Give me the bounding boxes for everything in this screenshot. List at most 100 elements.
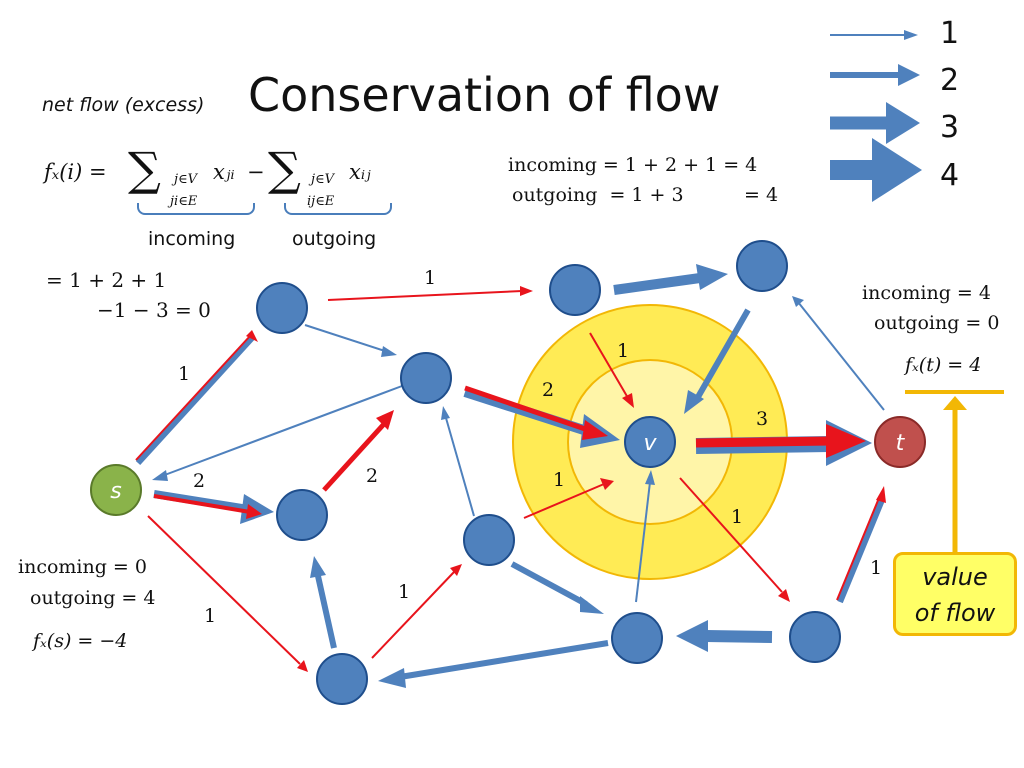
edge-n9-v-head [645,470,655,485]
edge-s-n8 [147,515,301,665]
node-s [90,464,142,516]
node-t [874,416,926,468]
node-t-label: t [896,431,906,456]
example-v-incoming: incoming = 1 + 2 + 1 = 4 [508,154,758,176]
example-i-line1: = 1 + 2 + 1 [46,268,167,292]
node-s-label: s [110,479,121,504]
example-s-fx: fₓ(s) = −4 [33,630,128,652]
edge-n4-n5-head [696,264,728,290]
edge-n1-n4-head [520,286,533,296]
edge-s-n2-flow-head [246,504,262,519]
edge-s-n2-flow [153,494,251,514]
edge-v-t-flow-head [826,424,866,458]
edge-n9-n8-head [378,668,406,688]
value-of-flow-line2: of flow [914,599,996,627]
formula-sum2-term: xᵢⱼ [349,160,371,184]
node-n5 [736,240,788,292]
example-s-outgoing: outgoing = 4 [30,587,156,609]
example-t-fx: fₓ(t) = 4 [905,354,982,376]
edge-label-s-n1: 1 [178,363,190,385]
node-n3 [400,352,452,404]
formula-minus: − [247,160,265,184]
edge-n1-n3 [304,324,389,353]
formula-sum1-symbol: ∑ [128,142,161,196]
formula-lhs: fₓ(i) = [44,160,107,184]
edge-n8-n6 [371,571,455,659]
edge-n3-v-flow-head [582,420,608,440]
value-connector-arrowhead [943,396,967,410]
edge-n3-s [161,385,403,477]
formula-sum2-symbol: ∑ [268,142,301,196]
edge-s-n8-head [297,660,308,672]
edge-n2-n3-head [376,410,394,430]
edge-s-n1-head [246,330,258,342]
node-n6 [463,514,515,566]
edge-n4-n5 [613,273,701,295]
edge-label-n10-t: 1 [870,557,882,579]
edge-n6-v-head [600,478,614,490]
edge-n4-v-head [622,393,634,408]
edge-n8-n2-head [310,556,326,578]
edge-n4-v [589,332,629,399]
edge-n6-n3 [445,417,475,517]
edge-n3-v-flow [464,385,589,433]
edge-label-s-n2: 2 [193,470,205,492]
edge-n1-n4 [327,290,523,301]
value-of-flow-line1: value [922,563,988,591]
edge-n2-n3 [322,422,386,492]
value-of-flow-box: value of flow [893,552,1017,636]
edge-n8-n2 [315,575,337,649]
outgoing-label: outgoing [292,228,377,250]
edge-n5-v-head [684,390,704,414]
edge-v-t-flow [695,436,833,448]
edge-label-n4-v: 1 [617,340,629,362]
edge-t-n5 [797,301,885,411]
legend-arrow-3-head [886,102,920,144]
legend-label-4: 4 [940,158,960,193]
edge-label-n3-v: 2 [542,379,554,401]
edge-s-n1-flow [135,335,251,461]
edge-label-n2-n3: 2 [366,465,378,487]
edge-n10-t-head [876,486,886,503]
edge-s-n1-capacity [135,335,255,466]
example-s-incoming: incoming = 0 [18,556,147,578]
edge-s-n2-capacity [153,490,249,513]
edge-n3-s-head [152,470,168,481]
edge-n9-v [635,481,651,603]
formula-sum1-sup: j∈V [174,172,198,187]
edge-t-n5-head [792,296,804,307]
node-n4 [549,264,601,316]
example-t-outgoing: outgoing = 0 [874,312,1000,334]
edge-label-n1-n4: 1 [424,267,436,289]
edge-n10-t-capacity [837,498,885,604]
edge-label-v-t: 3 [756,408,768,430]
formula-sum2-sup: j∈V [311,172,335,187]
example-i-line2: −1 − 3 = 0 [97,298,211,322]
edge-s-n2-capacity-head [240,494,274,524]
node-v [624,416,676,468]
edge-label-n6-v: 1 [553,469,565,491]
edge-n6-n9 [510,561,588,607]
edge-n9-n8 [399,640,609,680]
formula-sum1-sub: ji∈E [170,194,198,209]
edge-n6-n3-head [441,406,450,420]
node-n8 [316,653,368,705]
legend-label-1: 1 [940,16,960,51]
edge-n10-t-flow [836,497,880,601]
net-flow-label: net flow (excess) [42,94,205,116]
edge-v-n10-head [778,589,790,602]
edge-n6-v [523,483,605,519]
edge-n6-n9-head [580,596,604,614]
edge-label-s-n8: 1 [204,605,216,627]
formula-sum2-sub: ij∈E [307,194,335,209]
outgoing-bracket [284,203,392,215]
legend-label-2: 2 [940,63,960,98]
slide-title: Conservation of flow [248,68,721,122]
node-n1 [256,282,308,334]
legend-arrow-1-head [904,30,918,40]
legend-arrow-2-head [898,64,920,86]
node-n9 [611,612,663,664]
edge-label-n8-n6: 1 [398,581,410,603]
example-t-incoming: incoming = 4 [862,282,991,304]
formula-sum1-term: xⱼᵢ [213,160,235,184]
